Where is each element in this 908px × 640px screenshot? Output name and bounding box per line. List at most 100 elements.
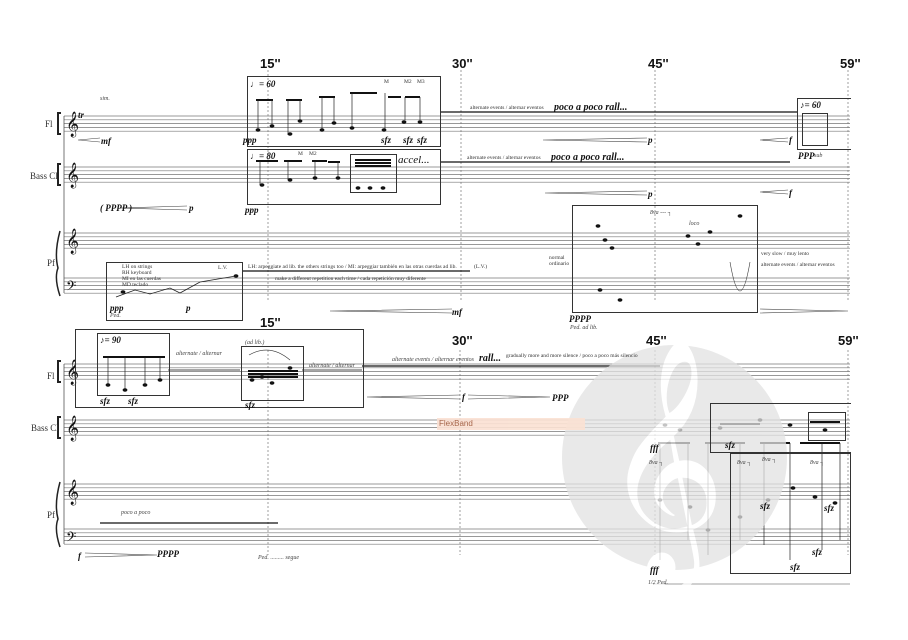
notehead (122, 388, 128, 392)
notehead (609, 246, 615, 250)
flexband-label: FlexBand (439, 419, 473, 428)
notehead (787, 423, 793, 427)
instrument-label-bass-clarinet: Bass Cl (30, 171, 58, 181)
instrument-label-flute: Fl (45, 119, 53, 129)
dynamic: sfz (760, 501, 771, 511)
notehead (157, 378, 163, 382)
piano-instruction: MI en las cuerdas (122, 276, 161, 282)
dynamic: PPP (798, 151, 815, 161)
treble-clef-icon: 𝄞 (66, 415, 79, 441)
piano-event-box (730, 453, 851, 574)
notehead (255, 128, 261, 132)
dynamic: sfz (790, 562, 801, 572)
hairpin (84, 552, 158, 558)
notehead (380, 186, 386, 190)
notehead (617, 298, 623, 302)
octave-marking: 8va ┐ (810, 460, 825, 466)
loco-marking: loco (689, 221, 700, 227)
time-mark-15: 15'' (260, 56, 281, 71)
notehead (381, 128, 387, 132)
staff-bracket (57, 416, 61, 439)
notehead (269, 381, 275, 385)
time-mark-30: 30'' (452, 333, 473, 348)
multiphonic-label: M3 (417, 79, 425, 85)
dynamic: p (189, 203, 194, 213)
hairpin (544, 190, 648, 196)
staff-bracket (57, 360, 61, 383)
dynamic: sfz (824, 503, 835, 513)
notehead (685, 234, 691, 238)
treble-clef-icon: 𝄞 (66, 479, 79, 505)
dynamic: sfz (403, 135, 414, 145)
treble-clef-icon: 𝄞 (66, 228, 79, 254)
notehead (335, 176, 341, 180)
notehead (597, 288, 603, 292)
accel-instruction: accel... (398, 154, 430, 166)
slur (729, 261, 751, 292)
instrument-label-bass-clarinet: Bass Cl (31, 423, 59, 433)
performance-instruction: alternate / alternar (309, 363, 355, 369)
performance-instruction: alternate events / alternar eventos (392, 357, 474, 363)
flute-end-box (797, 98, 851, 150)
time-mark-15: 15'' (260, 315, 281, 330)
dynamic: f (789, 188, 792, 198)
piano-instruction: LH on strings (122, 264, 153, 270)
notehead (812, 495, 818, 499)
instrument-label-piano: Pf (47, 510, 56, 520)
notehead (105, 383, 111, 387)
notehead (249, 378, 255, 382)
tempo-marking: ♩= 80 (250, 151, 276, 161)
dynamic: sfz (417, 135, 428, 145)
notehead (319, 128, 325, 132)
notehead (401, 120, 407, 124)
time-mark-30: 30'' (452, 56, 473, 71)
flute-event-group-box (75, 329, 364, 408)
tempo-marking: ♪= 90 (100, 335, 121, 345)
flexband-highlight[interactable]: FlexBand (437, 418, 585, 430)
watermark-logo: 𝄞 (562, 335, 787, 580)
dynamic: mf (101, 136, 111, 146)
dynamic: sfz (725, 440, 736, 450)
notehead (120, 290, 126, 294)
dynamic: f (78, 551, 81, 561)
notehead (331, 121, 337, 125)
hairpin (467, 394, 551, 400)
tempo-marking: ♩= 60 (250, 79, 276, 89)
notehead (832, 501, 838, 505)
ad-lib-marking: (ad lib.) (245, 340, 265, 346)
bass-clef-icon: 𝄢 (66, 529, 76, 548)
dynamic: PPPP (569, 314, 591, 324)
silence-instruction: gradually more and more silence / poco a… (506, 353, 638, 359)
normal-marking: normal (549, 255, 565, 261)
dynamic: p (648, 189, 653, 199)
flute-event-box (247, 76, 441, 147)
tempo-instruction: rall... (479, 353, 501, 364)
performance-instruction: alternate / alternar (176, 351, 222, 357)
dynamic: fff (650, 443, 659, 453)
tempo-instruction: poco a poco rall... (554, 102, 628, 113)
tempo-marking: ♪= 60 (800, 100, 821, 110)
hairpin (759, 137, 789, 143)
dynamic: sfz (812, 547, 823, 557)
ordinario-marking: ordinario (549, 261, 570, 267)
piano-event-box-2 (572, 205, 758, 313)
hairpin (77, 137, 101, 143)
notehead (417, 120, 423, 124)
time-mark-45: 45'' (648, 56, 669, 71)
octave-marking: 8va ┐ (649, 460, 664, 466)
staff-bracket (57, 163, 61, 186)
notehead (355, 186, 361, 190)
dynamic: sfz (128, 396, 139, 406)
notehead (287, 178, 293, 182)
dynamic: ppp (243, 135, 257, 145)
treble-clef-watermark-icon: 𝄞 (602, 335, 727, 580)
instrument-label-flute: Fl (47, 371, 55, 381)
poco-a-poco-marking: poco a poco (121, 510, 151, 516)
octave-marking: 8va ┐ (762, 457, 777, 463)
dynamic: PPPP (157, 549, 179, 559)
tempo-instruction: very slow / muy lento (761, 251, 809, 257)
tempo-instruction: poco a poco rall... (551, 152, 625, 163)
dynamic: ppp (245, 205, 259, 215)
piano-event-box (106, 262, 243, 321)
